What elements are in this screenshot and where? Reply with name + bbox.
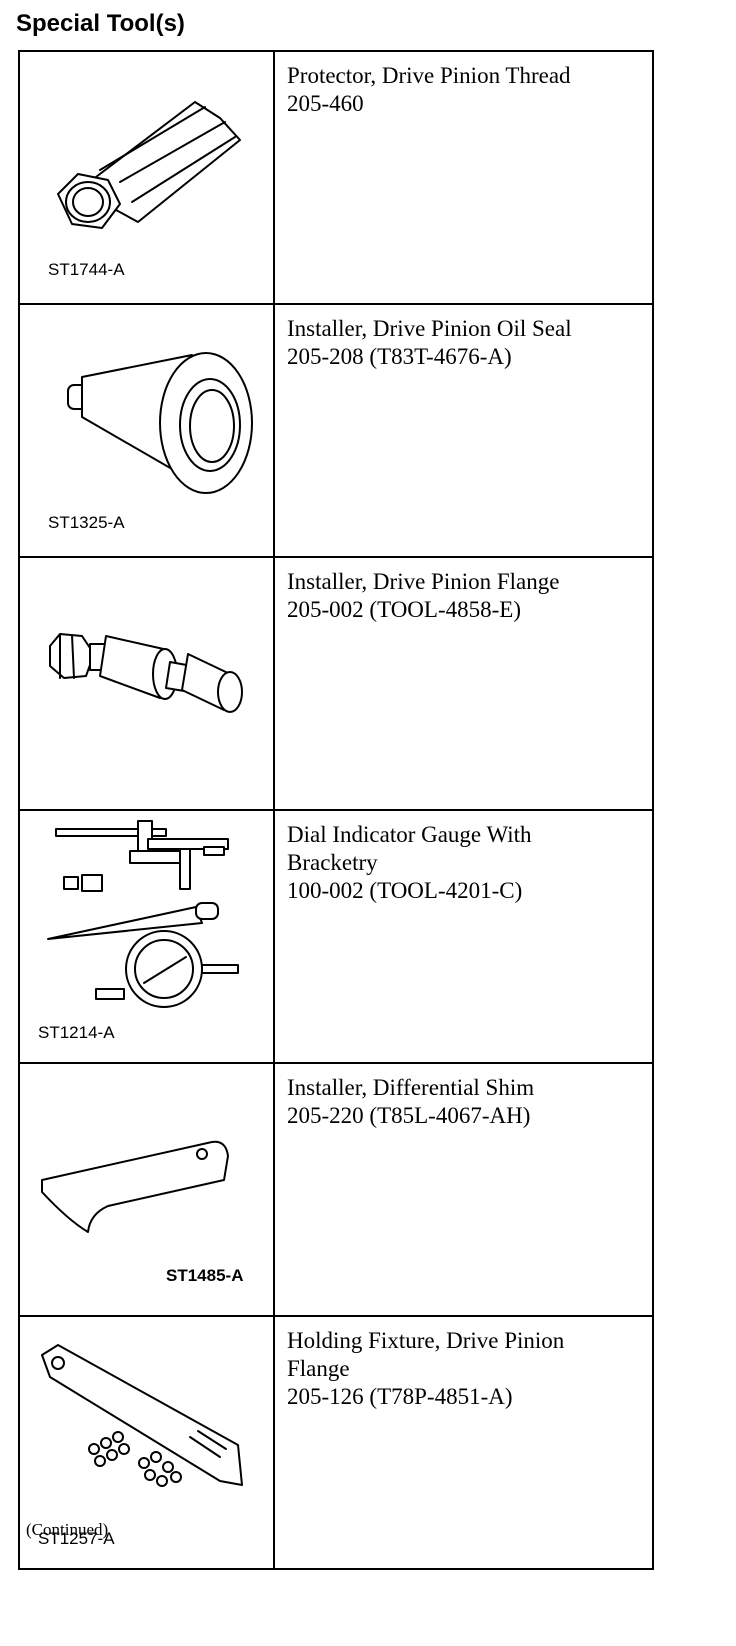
pinion-seal-installer-illustration — [67, 352, 253, 494]
figure-id: ST1257-A — [38, 1529, 115, 1548]
special-tools-table: ST1744-A Protector, Drive Pinion Thread … — [18, 50, 654, 1570]
dial-indicator-illustration — [47, 820, 239, 1008]
tool-description-cell: Dial Indicator Gauge With Bracketry 100-… — [273, 809, 654, 1064]
tool-row: ST1325-A Installer, Drive Pinion Oil Sea… — [18, 303, 654, 558]
pinion-flange-installer-illustration — [49, 633, 243, 713]
tool-description-cell: Holding Fixture, Drive Pinion Flange 205… — [273, 1315, 654, 1570]
tool-name: Installer, Differential Shim — [287, 1075, 535, 1100]
tool-number: 205-126 (T78P-4851-A) — [287, 1384, 513, 1409]
tool-illustration-cell: ST1744-A — [18, 50, 275, 305]
tool-row: ST1744-A Protector, Drive Pinion Thread … — [18, 50, 654, 305]
tool-name-line-1: Dial Indicator Gauge With — [287, 822, 532, 847]
tool-illustration-cell: ST1214-A — [18, 809, 275, 1064]
tool-number: 205-002 (TOOL-4858-E) — [287, 597, 521, 622]
tool-row: ST1214-A Dial Indicator Gauge With Brack… — [18, 809, 654, 1064]
tool-row: ST1485-A Installer, Differential Shim 20… — [18, 1062, 654, 1317]
tool-number: 205-460 — [287, 91, 364, 116]
tool-illustration-cell: ST1325-A — [18, 303, 275, 558]
tool-number: 100-002 (TOOL-4201-C) — [287, 878, 523, 903]
tool-row: Installer, Drive Pinion Flange 205-002 (… — [18, 556, 654, 811]
figure-id: ST1744-A — [48, 260, 125, 279]
thread-protector-illustration — [57, 101, 241, 229]
tool-description-cell: Installer, Drive Pinion Flange 205-002 (… — [273, 556, 654, 811]
tool-row: ST1257-A Holding Fixture, Drive Pinion F… — [18, 1315, 654, 1570]
tool-number: 205-220 (T85L-4067-AH) — [287, 1103, 531, 1128]
tool-illustration-cell — [18, 556, 275, 811]
shim-installer-illustration — [41, 1140, 229, 1233]
tool-name-line-1: Holding Fixture, Drive Pinion — [287, 1328, 565, 1353]
holding-fixture-illustration — [41, 1344, 243, 1487]
tool-description-cell: Installer, Drive Pinion Oil Seal 205-208… — [273, 303, 654, 558]
tool-illustration-cell: ST1485-A — [18, 1062, 275, 1317]
tool-name-line-2: Flange — [287, 1356, 350, 1381]
tool-name: Installer, Drive Pinion Oil Seal — [287, 316, 572, 341]
figure-id: ST1214-A — [38, 1023, 115, 1042]
tool-description-cell: Protector, Drive Pinion Thread 205-460 — [273, 50, 654, 305]
figure-id: ST1325-A — [48, 513, 125, 532]
tool-illustration-cell: ST1257-A — [18, 1315, 275, 1570]
tool-name: Protector, Drive Pinion Thread — [287, 63, 571, 88]
tool-description-cell: Installer, Differential Shim 205-220 (T8… — [273, 1062, 654, 1317]
section-heading: Special Tool(s) — [16, 10, 185, 37]
tool-name-line-2: Bracketry — [287, 850, 378, 875]
tool-name: Installer, Drive Pinion Flange — [287, 569, 560, 594]
figure-id: ST1485-A — [166, 1266, 244, 1285]
tool-number: 205-208 (T83T-4676-A) — [287, 344, 512, 369]
continued-note: (Continued) — [26, 1520, 109, 1539]
